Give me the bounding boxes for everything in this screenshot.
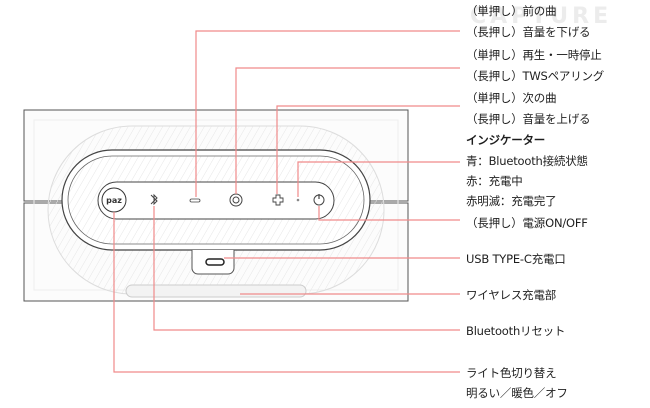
plus-icon[interactable]	[272, 194, 284, 206]
label-prev-long: （長押し）音量を下げる	[466, 25, 591, 39]
label-play-long: （長押し）TWSペアリング	[466, 69, 605, 83]
power-icon[interactable]	[313, 194, 325, 206]
usb-c-port	[191, 250, 235, 275]
label-light-options: 明るい／暖色／オフ	[466, 386, 568, 400]
label-indicator-title: インジケーター	[466, 133, 546, 147]
svg-text:paz: paz	[106, 196, 122, 205]
leader-indicator	[297, 161, 460, 197]
label-play-short: （単押し）再生・一時停止	[466, 48, 602, 62]
leader-power	[318, 206, 460, 221]
leader-light	[113, 212, 460, 373]
label-usb: USB TYPE-C充電口	[466, 252, 566, 266]
bluetooth-icon[interactable]	[150, 193, 158, 206]
label-next-short: （単押し）次の曲	[466, 91, 557, 105]
label-indicator-blue: 青：Bluetooth接続状態	[466, 154, 588, 168]
leader-bt-reset	[153, 206, 460, 331]
indicator-led-icon	[296, 198, 300, 202]
leader-lines	[113, 30, 460, 373]
label-indicator-blink: 赤明滅：充電完了	[466, 194, 557, 208]
control-panel	[61, 149, 371, 251]
leader-minus	[195, 30, 460, 197]
label-prev-short: （単押し）前の曲	[466, 4, 557, 18]
label-next-long: （長押し）音量を上げる	[466, 112, 591, 126]
label-indicator-red: 赤：充電中	[466, 174, 523, 188]
paz-logo-icon[interactable]: paz	[101, 187, 127, 213]
leader-play	[235, 67, 460, 194]
label-power: （長押し）電源ON/OFF	[466, 216, 588, 230]
label-wireless: ワイヤレス充電部	[466, 288, 557, 302]
leader-plus	[276, 105, 460, 194]
label-bt-reset: Bluetoothリセット	[466, 324, 566, 338]
label-light-title: ライト色切り替え	[466, 366, 557, 380]
watermark: CAPTURE	[470, 4, 613, 29]
minus-icon[interactable]	[189, 198, 201, 203]
